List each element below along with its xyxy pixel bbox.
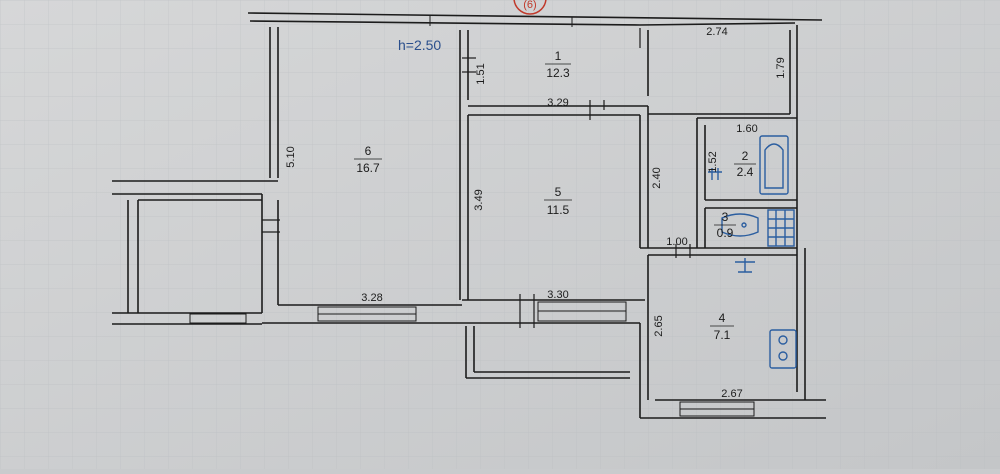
room-5-area: 11.5 — [547, 203, 570, 217]
washbasin-icon — [708, 168, 755, 273]
dim-room5-bottom: 3.30 — [547, 289, 568, 301]
ceiling-height-label: h=2.50 — [398, 37, 441, 53]
door-marks — [262, 28, 691, 328]
room-3-number: 3 — [722, 210, 729, 224]
tiled-shower-icon — [767, 209, 795, 247]
dim-hall-bottom: 3.29 — [547, 97, 568, 109]
dim-corridor-right: 1.79 — [775, 57, 787, 78]
dim-room5-height: 3.49 — [473, 189, 485, 210]
dim-hall-height: 1.51 — [475, 63, 487, 84]
room-2-area: 2.4 — [737, 165, 754, 179]
dim-kitchen-bottom: 2.67 — [721, 388, 742, 400]
dim-bath-width: 1.60 — [736, 123, 757, 135]
axis-marker-label: (6) — [523, 0, 536, 11]
dim-corridor-top: 2.74 — [706, 26, 727, 38]
stove-icon — [769, 329, 797, 369]
room-1-area: 12.3 — [546, 66, 570, 80]
dim-room6-height: 5.10 — [285, 146, 297, 167]
dim-corridor-left: 2.40 — [651, 167, 663, 188]
room-5-number: 5 — [555, 185, 562, 199]
axis-marker: (6) — [513, 0, 547, 15]
room-3-area: 0.9 — [717, 226, 734, 240]
dim-kitchen-height: 2.65 — [653, 315, 665, 336]
room-6-area: 16.7 — [356, 161, 380, 175]
room-2-number: 2 — [742, 149, 749, 163]
room-4-area: 7.1 — [714, 328, 731, 342]
room-6-number: 6 — [365, 144, 372, 158]
dim-bath-height: 1.52 — [707, 151, 719, 172]
dim-room6-bottom: 3.28 — [361, 292, 382, 304]
sanitary-fixtures — [708, 135, 797, 369]
walls — [112, 12, 826, 419]
room-4-number: 4 — [719, 311, 726, 325]
dim-hall-lower: 1.00 — [666, 236, 687, 248]
toilet-icon — [721, 213, 759, 237]
room-1-number: 1 — [555, 49, 562, 63]
windows — [189, 16, 755, 417]
bathtub-icon — [759, 135, 789, 195]
